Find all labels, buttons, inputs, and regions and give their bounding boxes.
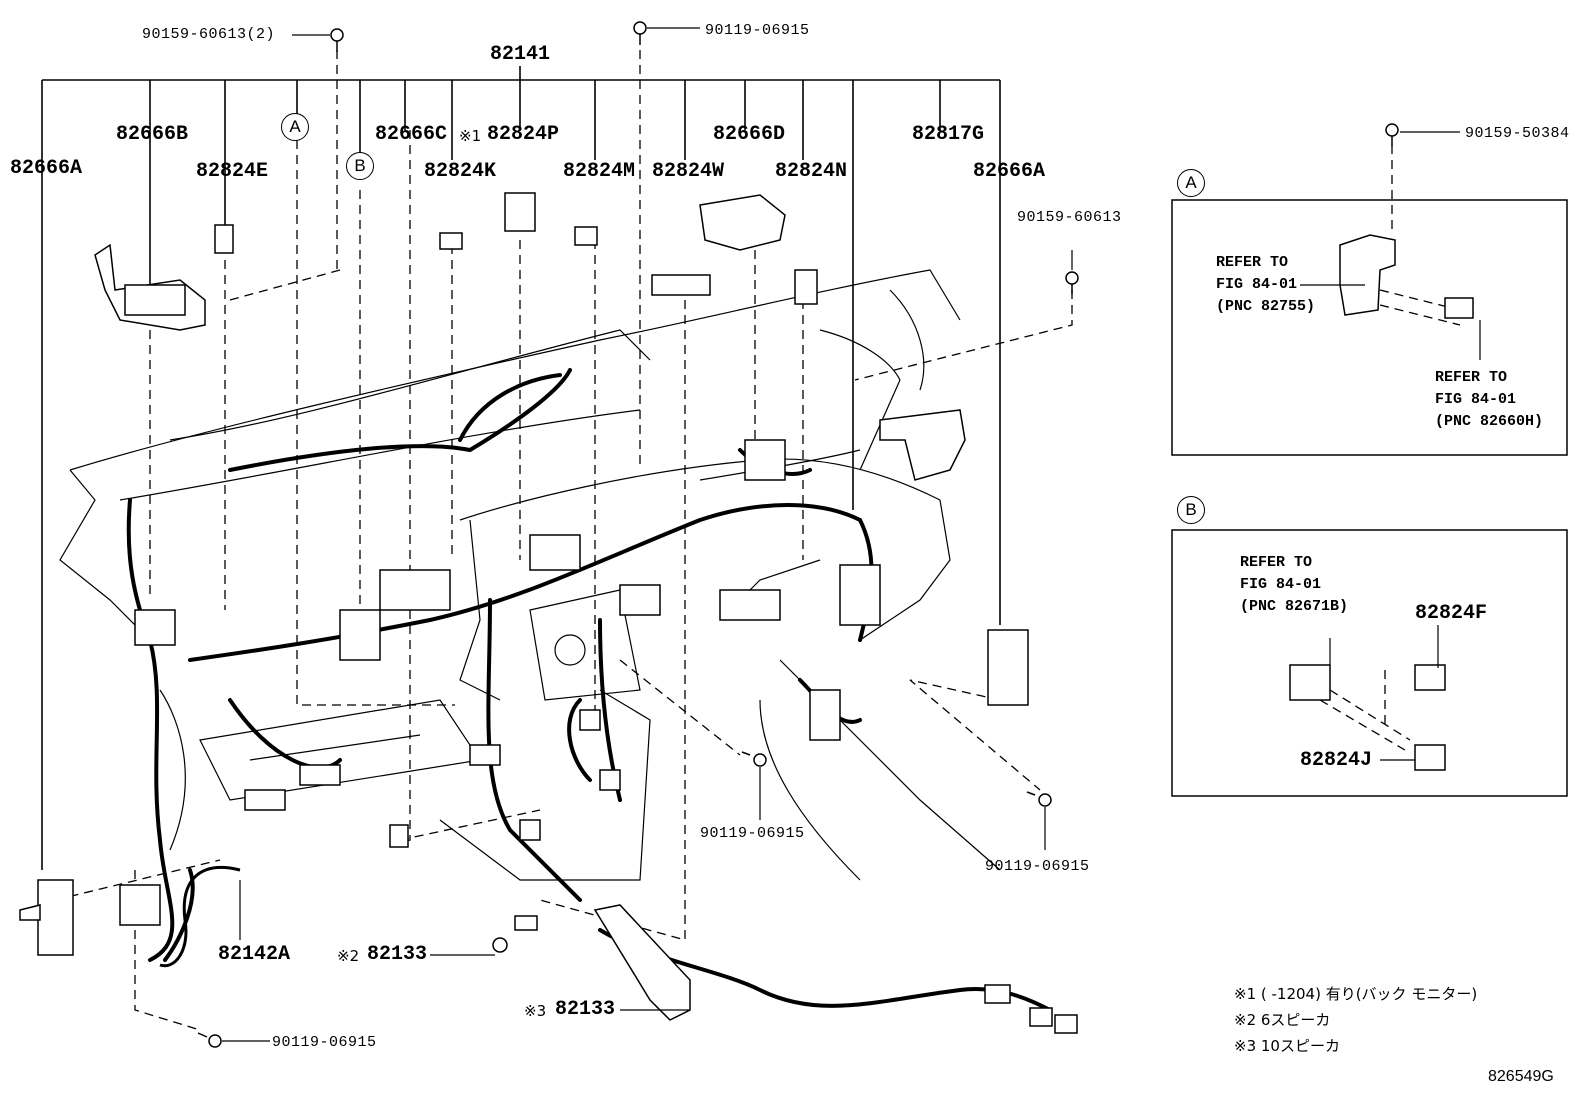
label-82824w: 82824W [652, 160, 725, 183]
label-82824e: 82824E [196, 160, 269, 183]
inset-b-circle: B [1177, 496, 1205, 524]
label-82817g: 82817G [912, 123, 985, 146]
inset-a-box [1171, 199, 1568, 456]
inset-a-ref1-line1: REFER TO [1216, 254, 1289, 271]
inset-a-circle: A [1177, 169, 1205, 197]
label-82824m: 82824M [563, 160, 636, 183]
label-82666b: 82666B [116, 123, 189, 146]
label-bolt-bottom-right: 90119-06915 [985, 858, 1090, 875]
callout-a: A [281, 113, 309, 141]
inset-a-ref2-line2: FIG 84-01 [1435, 391, 1517, 408]
note-1: ※1 ( -1204) 有り(バック モニター) [1234, 985, 1478, 1003]
label-82824n: 82824N [775, 160, 848, 183]
label-82824k: 82824K [424, 160, 497, 183]
label-82824p: 82824P [487, 123, 560, 146]
label-82133-b: 82133 [555, 998, 616, 1021]
inset-a-ref1-line3: (PNC 82755) [1216, 298, 1316, 315]
label-note3-mark: ※3 [524, 1002, 547, 1020]
label-82666a-left: 82666A [10, 157, 83, 180]
inset-a-ref2-line1: REFER TO [1435, 369, 1508, 386]
label-82142a: 82142A [218, 943, 291, 966]
inset-b-82824f: 82824F [1415, 602, 1488, 625]
label-note1-mark: ※1 [459, 127, 482, 145]
inset-b-82824j: 82824J [1300, 749, 1373, 772]
label-82141: 82141 [490, 43, 551, 66]
inset-a-ref2-line3: (PNC 82660H) [1435, 413, 1544, 430]
inset-b-ref-line1: REFER TO [1240, 554, 1313, 571]
inset-b-ref-line3: (PNC 82671B) [1240, 598, 1349, 615]
inset-b-ref-line2: FIG 84-01 [1240, 576, 1322, 593]
label-82666c: 82666C [375, 123, 448, 146]
label-bolt-bottom-left: 90119-06915 [272, 1034, 377, 1051]
catalog-number: 826549G [1488, 1068, 1554, 1085]
label-note2-mark: ※2 [337, 947, 360, 965]
label-82666d: 82666D [713, 123, 786, 146]
inset-b-box [1171, 529, 1568, 797]
label-82133-a: 82133 [367, 943, 428, 966]
inset-a-bolt: 90159-50384 [1465, 125, 1570, 142]
label-bolt-left: 90159-60613(2) [142, 26, 276, 43]
label-bolt-center: 90119-06915 [705, 22, 810, 39]
callout-b: B [346, 152, 374, 180]
label-bolt-bottom-mid: 90119-06915 [700, 825, 805, 842]
label-bolt-right: 90159-60613 [1017, 209, 1122, 226]
inset-a-ref1-line2: FIG 84-01 [1216, 276, 1298, 293]
note-3: ※3 10スピーカ [1234, 1037, 1340, 1055]
note-2: ※2 6スピーカ [1234, 1011, 1331, 1029]
label-82666a-right: 82666A [973, 160, 1046, 183]
